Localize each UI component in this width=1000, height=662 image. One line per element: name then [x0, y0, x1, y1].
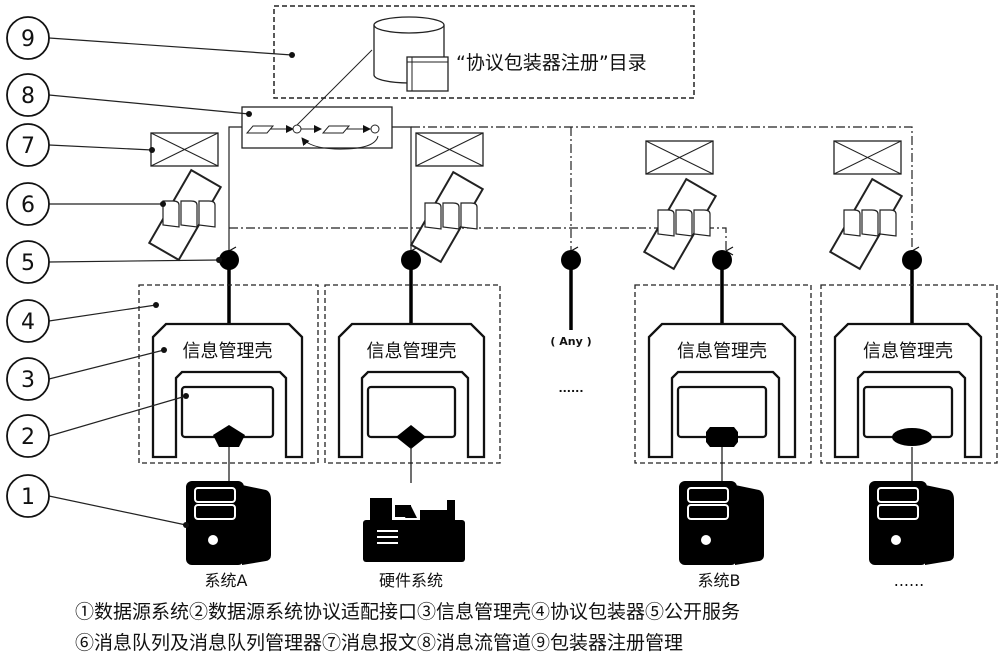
callout-number: 6 [21, 193, 35, 218]
public-service-icon [219, 250, 239, 270]
callout-number: 9 [21, 27, 35, 52]
computer-icon [679, 481, 764, 565]
system-label: 系统B [698, 571, 741, 590]
protocol-wrapper [634, 284, 812, 464]
callout-number: 2 [21, 425, 35, 450]
adapter-octagon-icon [706, 427, 738, 447]
callout-number: 3 [21, 368, 35, 393]
callout-6: 6 [6, 182, 166, 226]
public-service-icon [902, 250, 922, 270]
callout-number: 8 [21, 84, 35, 109]
registry-label: “协议包装器注册”目录 [456, 52, 647, 74]
shell-label: 信息管理壳 [677, 341, 767, 362]
protocol-wrapper [324, 284, 501, 464]
callout-2: 2 [6, 393, 189, 458]
public-service-icon [561, 250, 581, 270]
message-queue-icon [642, 177, 718, 271]
computer-icon [186, 481, 271, 565]
info-management-shell: 信息管理壳 [337, 322, 486, 459]
column-any: ( Any )...... [550, 250, 592, 395]
computer-icon [869, 481, 954, 565]
system-label: 硬件系统 [379, 571, 443, 590]
system-label: ...... [894, 571, 925, 590]
system-label: 系统A [205, 571, 248, 590]
callout-number: 7 [21, 134, 35, 159]
callout-7: 7 [6, 123, 155, 167]
callout-8: 8 [6, 73, 252, 117]
callout-number: 5 [21, 251, 35, 276]
any-label: ( Any ) [550, 335, 591, 348]
info-management-shell: 信息管理壳 [833, 322, 983, 459]
adapter-ellipse-icon [892, 428, 932, 446]
shell-label: 信息管理壳 [183, 341, 273, 362]
message-queue-icon [147, 168, 223, 262]
shell-label: 信息管理壳 [863, 341, 953, 362]
legend-line-1: ①数据源系统②数据源系统协议适配接口③信息管理壳④协议包装器⑤公开服务 [75, 601, 740, 623]
public-service-icon [401, 250, 421, 270]
callout-9: 9 [6, 16, 295, 60]
message-icon [150, 132, 219, 167]
shell-label: 信息管理壳 [367, 341, 457, 362]
adapter-diamond-icon [396, 425, 426, 449]
protocol-wrapper [138, 284, 319, 464]
info-management-shell: 信息管理壳 [151, 322, 304, 459]
message-icon [645, 140, 714, 175]
message-icon [415, 132, 484, 167]
adapter-pentagon-icon [213, 425, 245, 447]
message-queue-icon [409, 170, 485, 264]
message-icon [833, 140, 902, 175]
wrapper-registry: “协议包装器注册”目录 [273, 5, 695, 99]
message-flow-pipeline [241, 49, 393, 150]
protocol-wrapper [820, 284, 998, 464]
message-queue-icon [828, 177, 904, 271]
callout-4: 4 [6, 299, 159, 343]
directory-window-icon [406, 56, 449, 92]
ellipsis: ...... [558, 382, 583, 395]
callout-number: 4 [21, 310, 35, 335]
public-service-icon [712, 250, 732, 270]
legend-line-2: ⑥消息队列及消息队列管理器⑦消息报文⑧消息流管道⑨包装器注册管理 [75, 632, 683, 654]
machine-tool-icon [363, 498, 465, 562]
pipeline-connections [227, 126, 920, 256]
info-management-shell: 信息管理壳 [647, 322, 797, 459]
callout-3: 3 [6, 347, 167, 401]
callout-number: 1 [21, 485, 35, 510]
callout-1: 1 [6, 474, 189, 528]
callout-5: 5 [6, 240, 222, 284]
column-more: 信息管理壳...... [820, 250, 998, 590]
